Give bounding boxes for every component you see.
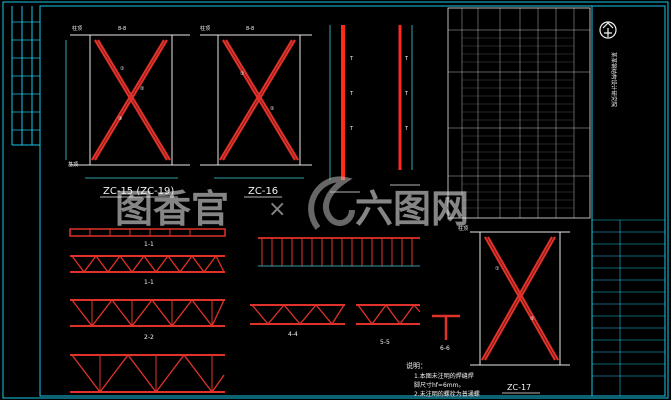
svg-text:①: ①: [240, 71, 245, 77]
svg-text:①: ①: [495, 266, 500, 272]
svg-text:柱顶: 柱顶: [458, 225, 468, 232]
company-name: 某某钢结构设计研究院: [610, 52, 618, 108]
section-5-5-truss: 5-5: [356, 303, 421, 346]
section-6-6-title: 6-6: [440, 345, 450, 352]
notes-title: 说明：: [406, 361, 427, 370]
column-elevations: T T T T T T: [329, 25, 420, 193]
section-2-2-title: 2-2: [144, 334, 154, 341]
section-6-6-detail: 6-6: [432, 314, 460, 352]
zc17-view-title: ZC-17: [507, 383, 531, 392]
zc17-elevation: 柱顶 ① ② ZC-17: [458, 225, 570, 394]
svg-text:柱顶: 柱顶: [72, 25, 82, 32]
note-line-1: 1.本图未注明的焊缝焊: [414, 372, 474, 380]
note-line-3: 2.未注明的螺栓为普通螺: [414, 390, 480, 398]
svg-text:柱顶: 柱顶: [200, 25, 210, 32]
svg-text:T: T: [404, 126, 409, 132]
company-seal-icon: [599, 21, 617, 39]
svg-text:③: ③: [118, 116, 122, 122]
section-3-3-truss: [70, 353, 225, 394]
svg-text:T: T: [349, 91, 354, 97]
watermark-cross: ×: [268, 197, 286, 222]
svg-text:①: ①: [120, 66, 125, 72]
section-4-4-truss: 4-4: [250, 303, 345, 338]
zc16-view-title: ZC-16: [248, 186, 278, 197]
svg-text:T: T: [349, 126, 354, 132]
svg-text:②: ②: [530, 316, 535, 322]
watermark-logo-icon: [308, 176, 355, 230]
watermark-right-text: 六图网: [355, 187, 469, 231]
zc15-elevation: 8-8 柱顶 ① ② ③ 基顶 ZC-15 (ZC-19): [65, 25, 190, 198]
section-5-5-title: 5-5: [380, 339, 390, 346]
left-margin-ticks: [12, 21, 40, 131]
section-1-1b-title: 1-1: [144, 279, 154, 286]
svg-text:8-8: 8-8: [118, 26, 126, 32]
section-1-1: 1-1: [69, 228, 226, 248]
section-4-4-title: 4-4: [288, 331, 298, 338]
section-1-1-truss: 1-1: [70, 254, 225, 286]
svg-text:②: ②: [270, 106, 275, 112]
svg-text:基顶: 基顶: [68, 161, 78, 168]
svg-text:T: T: [349, 56, 354, 62]
section-1-1-title: 1-1: [144, 241, 154, 248]
svg-text:②: ②: [140, 86, 145, 92]
general-notes: 说明： 1.本图未注明的焊缝焊 脚尺寸hf=6mm。 2.未注明的螺栓为普通螺: [406, 361, 480, 398]
zc15-view-title: ZC-15 (ZC-19): [103, 186, 174, 197]
svg-text:T: T: [404, 56, 409, 62]
svg-text:T: T: [404, 91, 409, 97]
watermark: 图香官 × 六图网: [115, 176, 469, 231]
section-4-4-comb: [258, 237, 420, 267]
title-block: 某某钢结构设计研究院: [591, 6, 665, 396]
section-2-2-truss: 2-2: [70, 298, 225, 341]
material-table: [447, 7, 591, 219]
watermark-left-text: 图香官: [115, 187, 229, 231]
zc16-elevation: 8-8 柱顶 ① ② ZC-16: [200, 25, 312, 198]
note-line-2: 脚尺寸hf=6mm。: [414, 381, 464, 389]
svg-text:8-8: 8-8: [246, 26, 254, 32]
